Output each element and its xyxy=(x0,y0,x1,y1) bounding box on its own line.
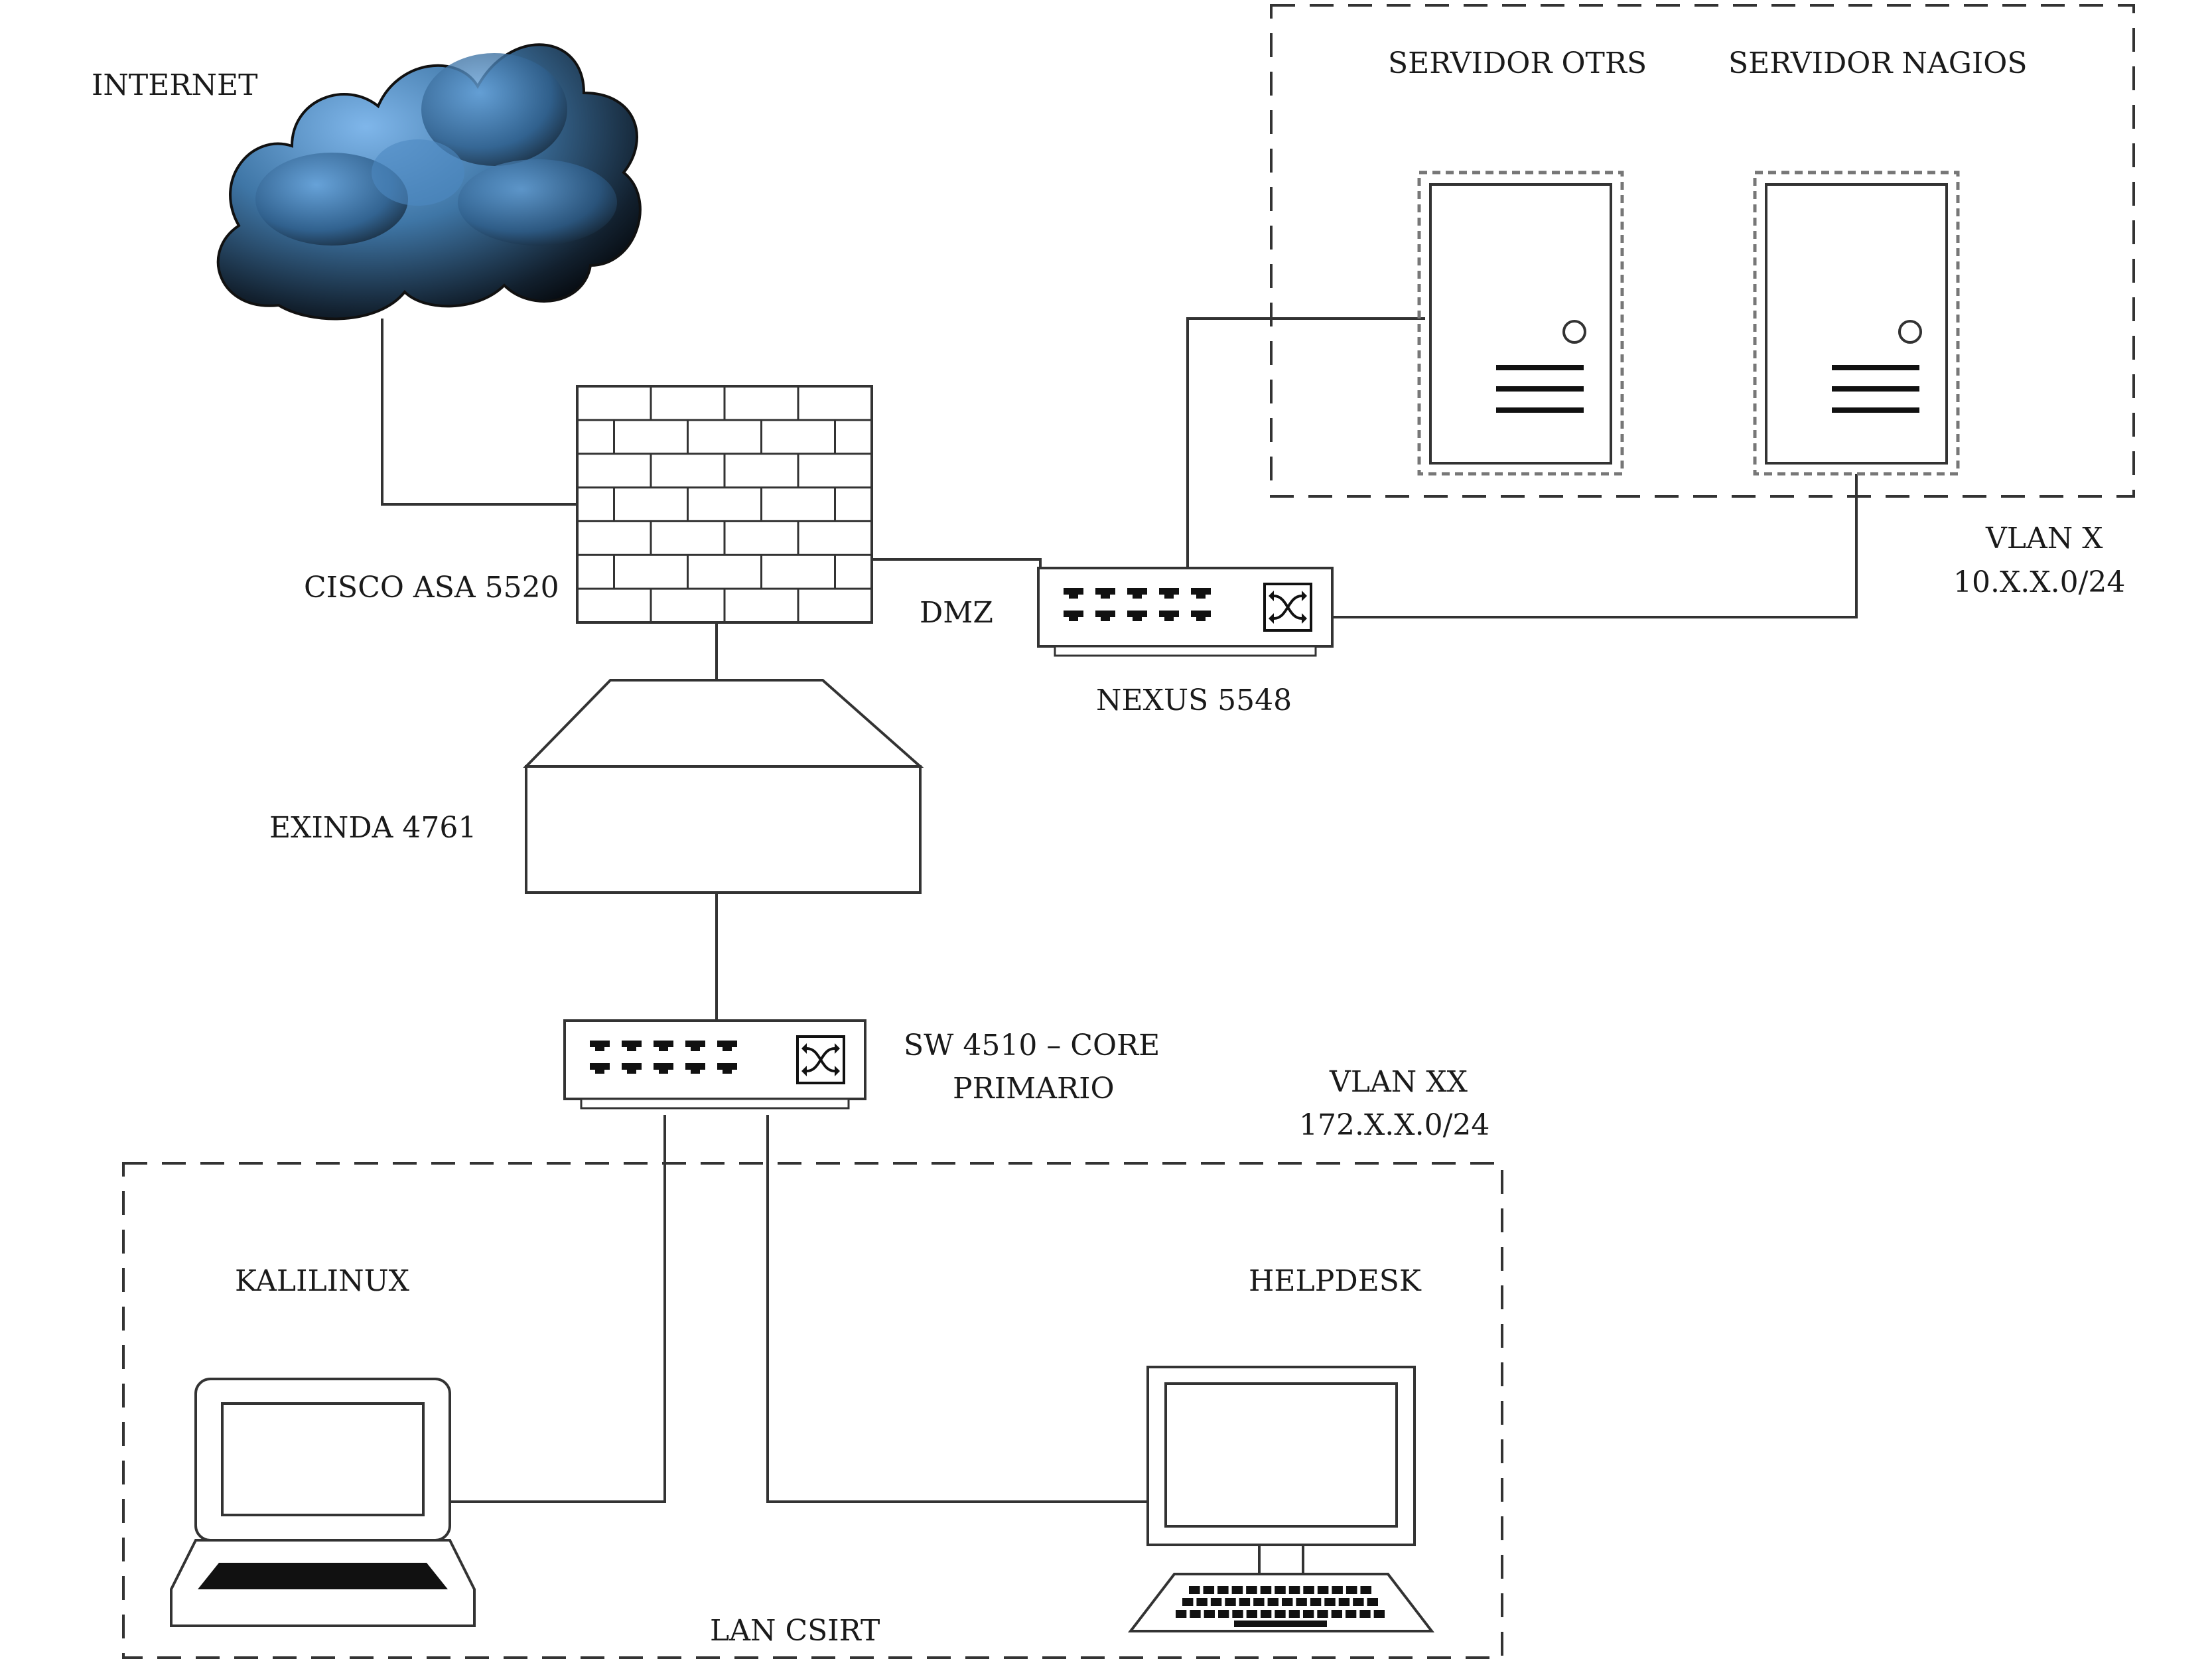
lan-csirt-label: LAN CSIRT xyxy=(710,1614,880,1648)
link-nexus-nagios xyxy=(1332,474,1858,618)
link-firewall-nexus xyxy=(872,558,1042,568)
vlan-x-name-label: VLAN X xyxy=(1985,522,2103,555)
traffic-shaper-icon xyxy=(523,679,924,894)
helpdesk-label: HELPDESK xyxy=(1249,1264,1422,1298)
link-internet-firewall xyxy=(381,319,577,506)
desktop-computer-icon xyxy=(1127,1366,1435,1632)
server-otrs-label: SERVIDOR OTRS xyxy=(1388,46,1647,80)
server-nagios-label: SERVIDOR NAGIOS xyxy=(1728,46,2027,80)
server-icon xyxy=(1765,183,1948,465)
link-core-kali xyxy=(450,1115,666,1503)
connections xyxy=(381,317,1858,1503)
switch-icon xyxy=(1037,567,1334,657)
internet-label: INTERNET xyxy=(92,68,257,102)
server-icon xyxy=(1429,183,1612,465)
firewall-icon xyxy=(576,385,873,624)
switch-icon xyxy=(563,1019,866,1110)
lan-csirt-zone xyxy=(122,1162,1503,1659)
vlan-x-network-label: 10.X.X.0/24 xyxy=(1953,565,2125,599)
laptop-icon xyxy=(170,1378,476,1627)
dmz-label: DMZ xyxy=(920,596,993,630)
vlan-x-zone xyxy=(1270,4,2135,498)
nexus-label: NEXUS 5548 xyxy=(1096,684,1292,717)
kali-label: KALILINUX xyxy=(235,1264,410,1298)
exinda-label: EXINDA 4761 xyxy=(269,811,476,845)
core-switch-label-line2: PRIMARIO xyxy=(953,1072,1115,1106)
link-core-helpdesk xyxy=(766,1115,1148,1503)
firewall-label: CISCO ASA 5520 xyxy=(304,571,559,605)
vlan-xx-name-label: VLAN XX xyxy=(1329,1065,1468,1099)
server-otrs xyxy=(1417,171,1624,476)
core-switch-label-line1: SW 4510 – CORE xyxy=(904,1029,1160,1062)
server-nagios xyxy=(1753,171,1960,476)
link-nexus-otrs xyxy=(1186,317,1425,568)
vlan-xx-network-label: 172.X.X.0/24 xyxy=(1299,1108,1489,1142)
cloud-icon xyxy=(216,43,642,321)
